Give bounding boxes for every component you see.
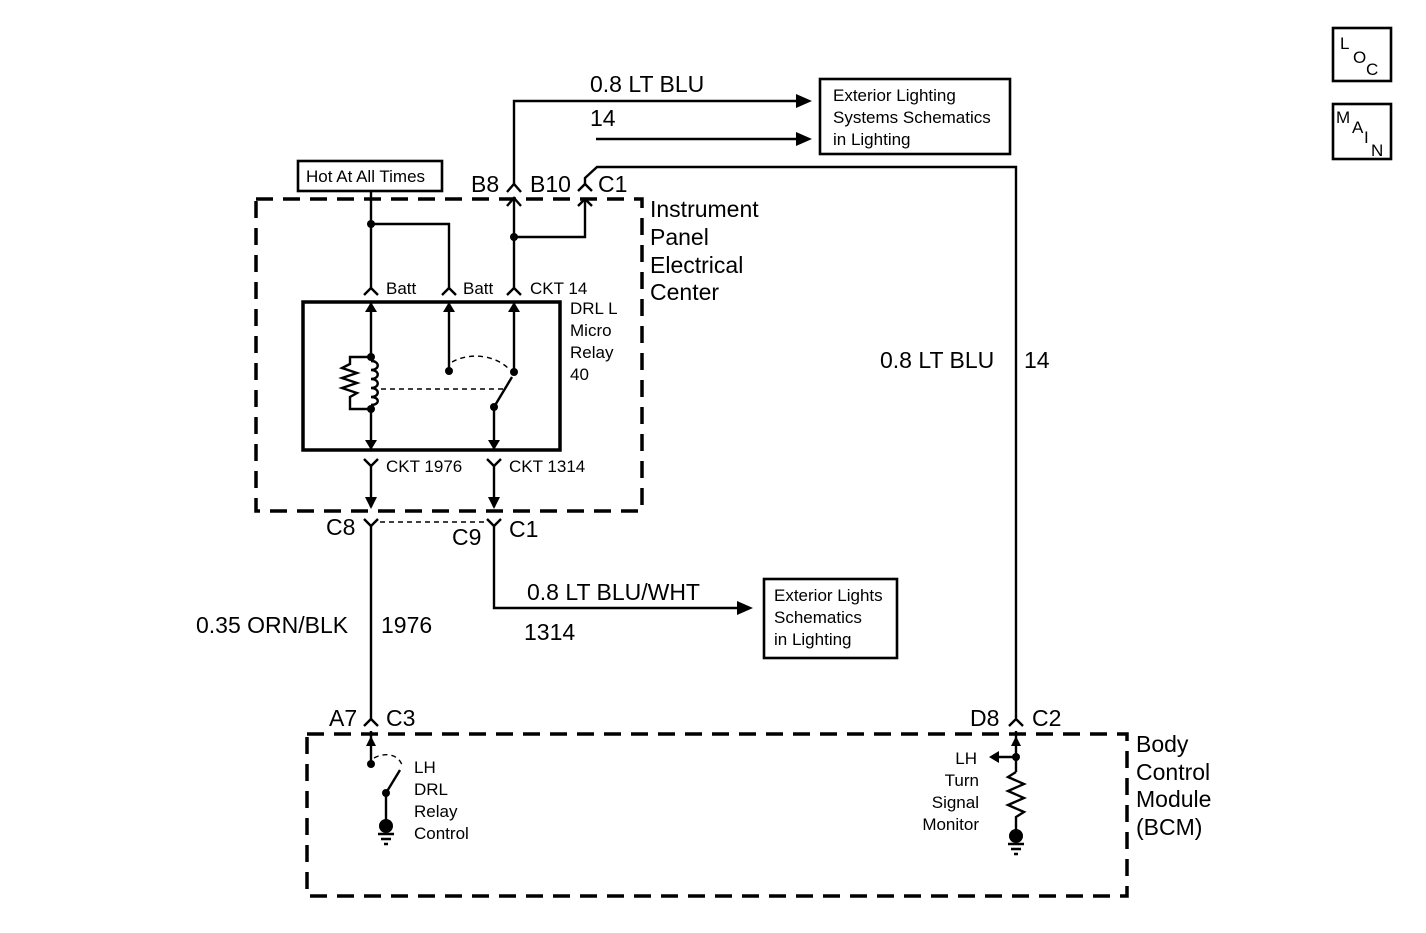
main-letter-a: A [1352, 118, 1364, 137]
connector-c3: C3 [386, 705, 415, 731]
turn-signal-label: LH Turn Signal Monitor [922, 749, 979, 834]
svg-text:in Lighting: in Lighting [774, 630, 852, 649]
svg-text:Electrical: Electrical [650, 252, 743, 278]
batt-feed [367, 191, 451, 288]
wire-label-left-ckt: 1976 [381, 612, 432, 638]
wire-label-mid-ckt: 1314 [524, 619, 575, 645]
main-letter-i: I [1364, 128, 1369, 147]
svg-text:Signal: Signal [932, 793, 979, 812]
connector-d8: D8 [970, 705, 999, 731]
loc-letter-c: C [1366, 60, 1378, 79]
drl-control-label: LH DRL Relay Control [414, 758, 469, 843]
ref-box-exterior-lighting[interactable]: Exterior Lighting Systems Schematics in … [818, 77, 1012, 156]
drl-micro-relay [301, 300, 562, 452]
connector-b10: B10 [530, 171, 571, 197]
connector-a7: A7 [329, 705, 357, 731]
svg-text:Instrument: Instrument [650, 196, 759, 222]
svg-text:Control: Control [1136, 759, 1210, 785]
svg-text:in Lighting: in Lighting [833, 130, 911, 149]
svg-text:Module: Module [1136, 786, 1211, 812]
bcm-connector-symbols [363, 717, 1024, 727]
svg-text:Hot At All Times: Hot At All Times [306, 167, 425, 186]
relay-terminals-bottom [363, 458, 502, 509]
bcm-title: Body Control Module (BCM) [1136, 731, 1211, 840]
main-letter-n: N [1371, 141, 1383, 160]
wire-label-top-color: 0.8 LT BLU [590, 71, 704, 97]
svg-text:Turn: Turn [945, 771, 979, 790]
relay-terminals-top [363, 286, 522, 296]
svg-text:Schematics: Schematics [774, 608, 862, 627]
terminal-batt-1: Batt [386, 279, 417, 298]
terminal-ckt-1314: CKT 1314 [509, 457, 585, 476]
wire-label-right-ckt: 14 [1024, 347, 1050, 373]
svg-text:Panel: Panel [650, 224, 709, 250]
wire-lt-blu-wht [492, 526, 753, 615]
svg-text:Relay: Relay [414, 802, 458, 821]
loc-letter-o: O [1353, 48, 1366, 67]
svg-text:Exterior Lighting: Exterior Lighting [833, 86, 956, 105]
terminal-batt-2: Batt [463, 279, 494, 298]
svg-text:Micro: Micro [570, 321, 612, 340]
relay-label: DRL L Micro Relay 40 [570, 299, 618, 384]
ipec-title: Instrument Panel Electrical Center [650, 196, 759, 305]
relay-switch [443, 302, 520, 450]
terminal-ckt-1976: CKT 1976 [386, 457, 462, 476]
main-button[interactable]: M A I N [1331, 102, 1393, 161]
connector-c8: C8 [326, 514, 355, 540]
svg-text:LH: LH [414, 758, 436, 777]
svg-text:DRL L: DRL L [570, 299, 618, 318]
wire-lt-blu-top [512, 94, 812, 288]
hot-at-all-times-label: Hot At All Times [296, 159, 444, 193]
main-letter-m: M [1336, 108, 1350, 127]
svg-text:Monitor: Monitor [922, 815, 979, 834]
ref-box-exterior-lights[interactable]: Exterior Lights Schematics in Lighting [762, 577, 899, 660]
connector-c1-top: C1 [598, 171, 627, 197]
svg-text:Body: Body [1136, 731, 1189, 757]
relay-coil [338, 302, 379, 450]
connector-b8: B8 [471, 171, 499, 197]
wire-label-left-color: 0.35 ORN/BLK [196, 612, 349, 638]
svg-text:Relay: Relay [570, 343, 614, 362]
terminal-ckt-14: CKT 14 [530, 279, 587, 298]
svg-text:Control: Control [414, 824, 469, 843]
turn-signal-monitor-circuit [989, 731, 1027, 856]
svg-text:LH: LH [955, 749, 977, 768]
loc-button[interactable]: L O C [1331, 26, 1393, 83]
wire-label-mid-color: 0.8 LT BLU/WHT [527, 579, 700, 605]
svg-text:Center: Center [650, 279, 719, 305]
svg-text:(BCM): (BCM) [1136, 814, 1202, 840]
ipec-enclosure [254, 197, 644, 513]
svg-text:Exterior Lights: Exterior Lights [774, 586, 883, 605]
connector-c2: C2 [1032, 705, 1061, 731]
wire-label-top-ckt: 14 [590, 105, 616, 131]
connector-c1-bottom: C1 [509, 516, 538, 542]
wire-lt-blu-right [510, 132, 1018, 718]
svg-text:DRL: DRL [414, 780, 448, 799]
svg-text:Systems Schematics: Systems Schematics [833, 108, 991, 127]
svg-text:40: 40 [570, 365, 589, 384]
connector-c9: C9 [452, 524, 481, 550]
wire-label-right-color: 0.8 LT BLU [880, 347, 994, 373]
bcm-enclosure [305, 732, 1129, 898]
drl-relay-control-switch [366, 731, 403, 846]
loc-letter-l: L [1340, 34, 1349, 53]
